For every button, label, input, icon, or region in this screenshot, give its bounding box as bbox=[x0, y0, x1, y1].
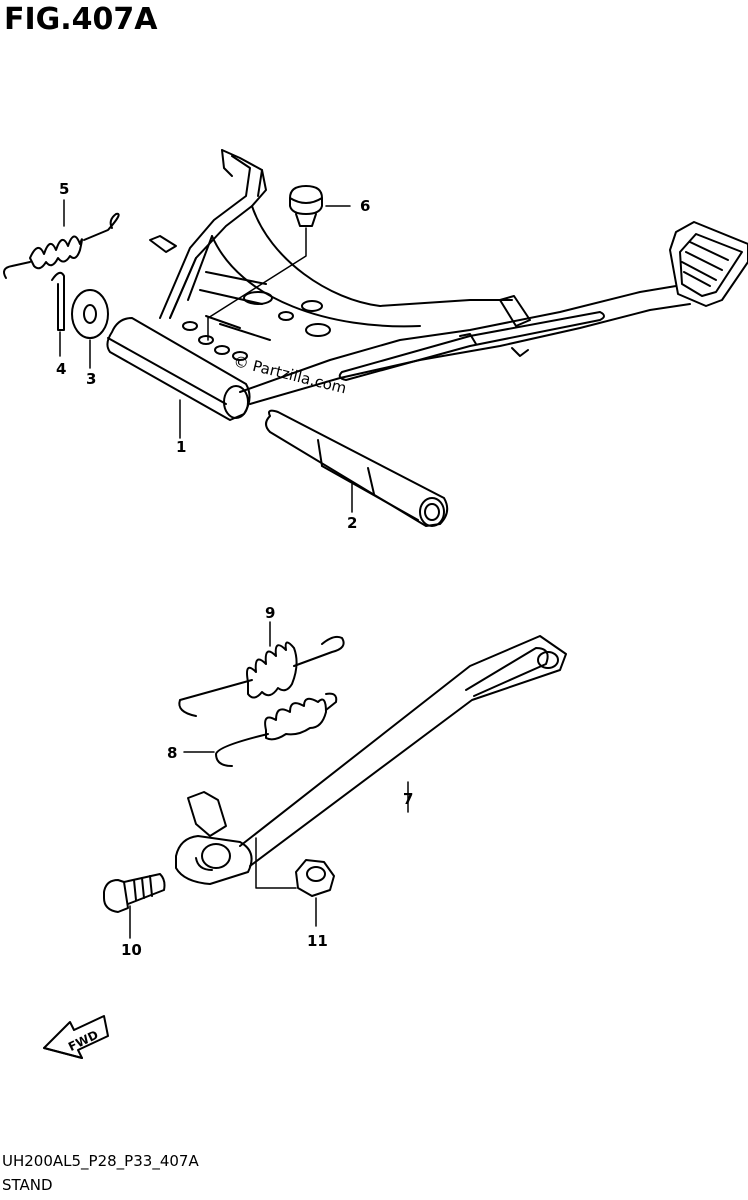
side-stand bbox=[175, 635, 567, 885]
bolt bbox=[103, 873, 166, 939]
callout-1: 1 bbox=[176, 438, 186, 456]
callout-6: 6 bbox=[360, 197, 370, 215]
spring-8 bbox=[183, 692, 338, 767]
callout-4: 4 bbox=[56, 360, 66, 378]
shaft bbox=[265, 409, 449, 527]
callout-9: 9 bbox=[265, 604, 275, 622]
callout-10: 10 bbox=[121, 941, 142, 959]
cotter-pin bbox=[51, 271, 65, 357]
fwd-arrow-icon bbox=[43, 1015, 109, 1059]
stopper-cap bbox=[207, 185, 351, 341]
callout-11: 11 bbox=[307, 932, 328, 950]
nut bbox=[255, 837, 335, 927]
center-stand bbox=[106, 149, 748, 439]
figure-name: STAND bbox=[2, 1176, 53, 1194]
figure-code: UH200AL5_P28_P33_407A bbox=[2, 1152, 199, 1170]
callout-3: 3 bbox=[86, 370, 96, 388]
callout-2: 2 bbox=[347, 514, 357, 532]
spring-9 bbox=[178, 621, 345, 717]
callout-8: 8 bbox=[167, 744, 177, 762]
callout-7: 7 bbox=[403, 790, 413, 808]
washer bbox=[71, 289, 109, 369]
figure-title: FIG.407A bbox=[4, 2, 158, 37]
callout-5: 5 bbox=[59, 180, 69, 198]
spring-5 bbox=[3, 199, 120, 279]
